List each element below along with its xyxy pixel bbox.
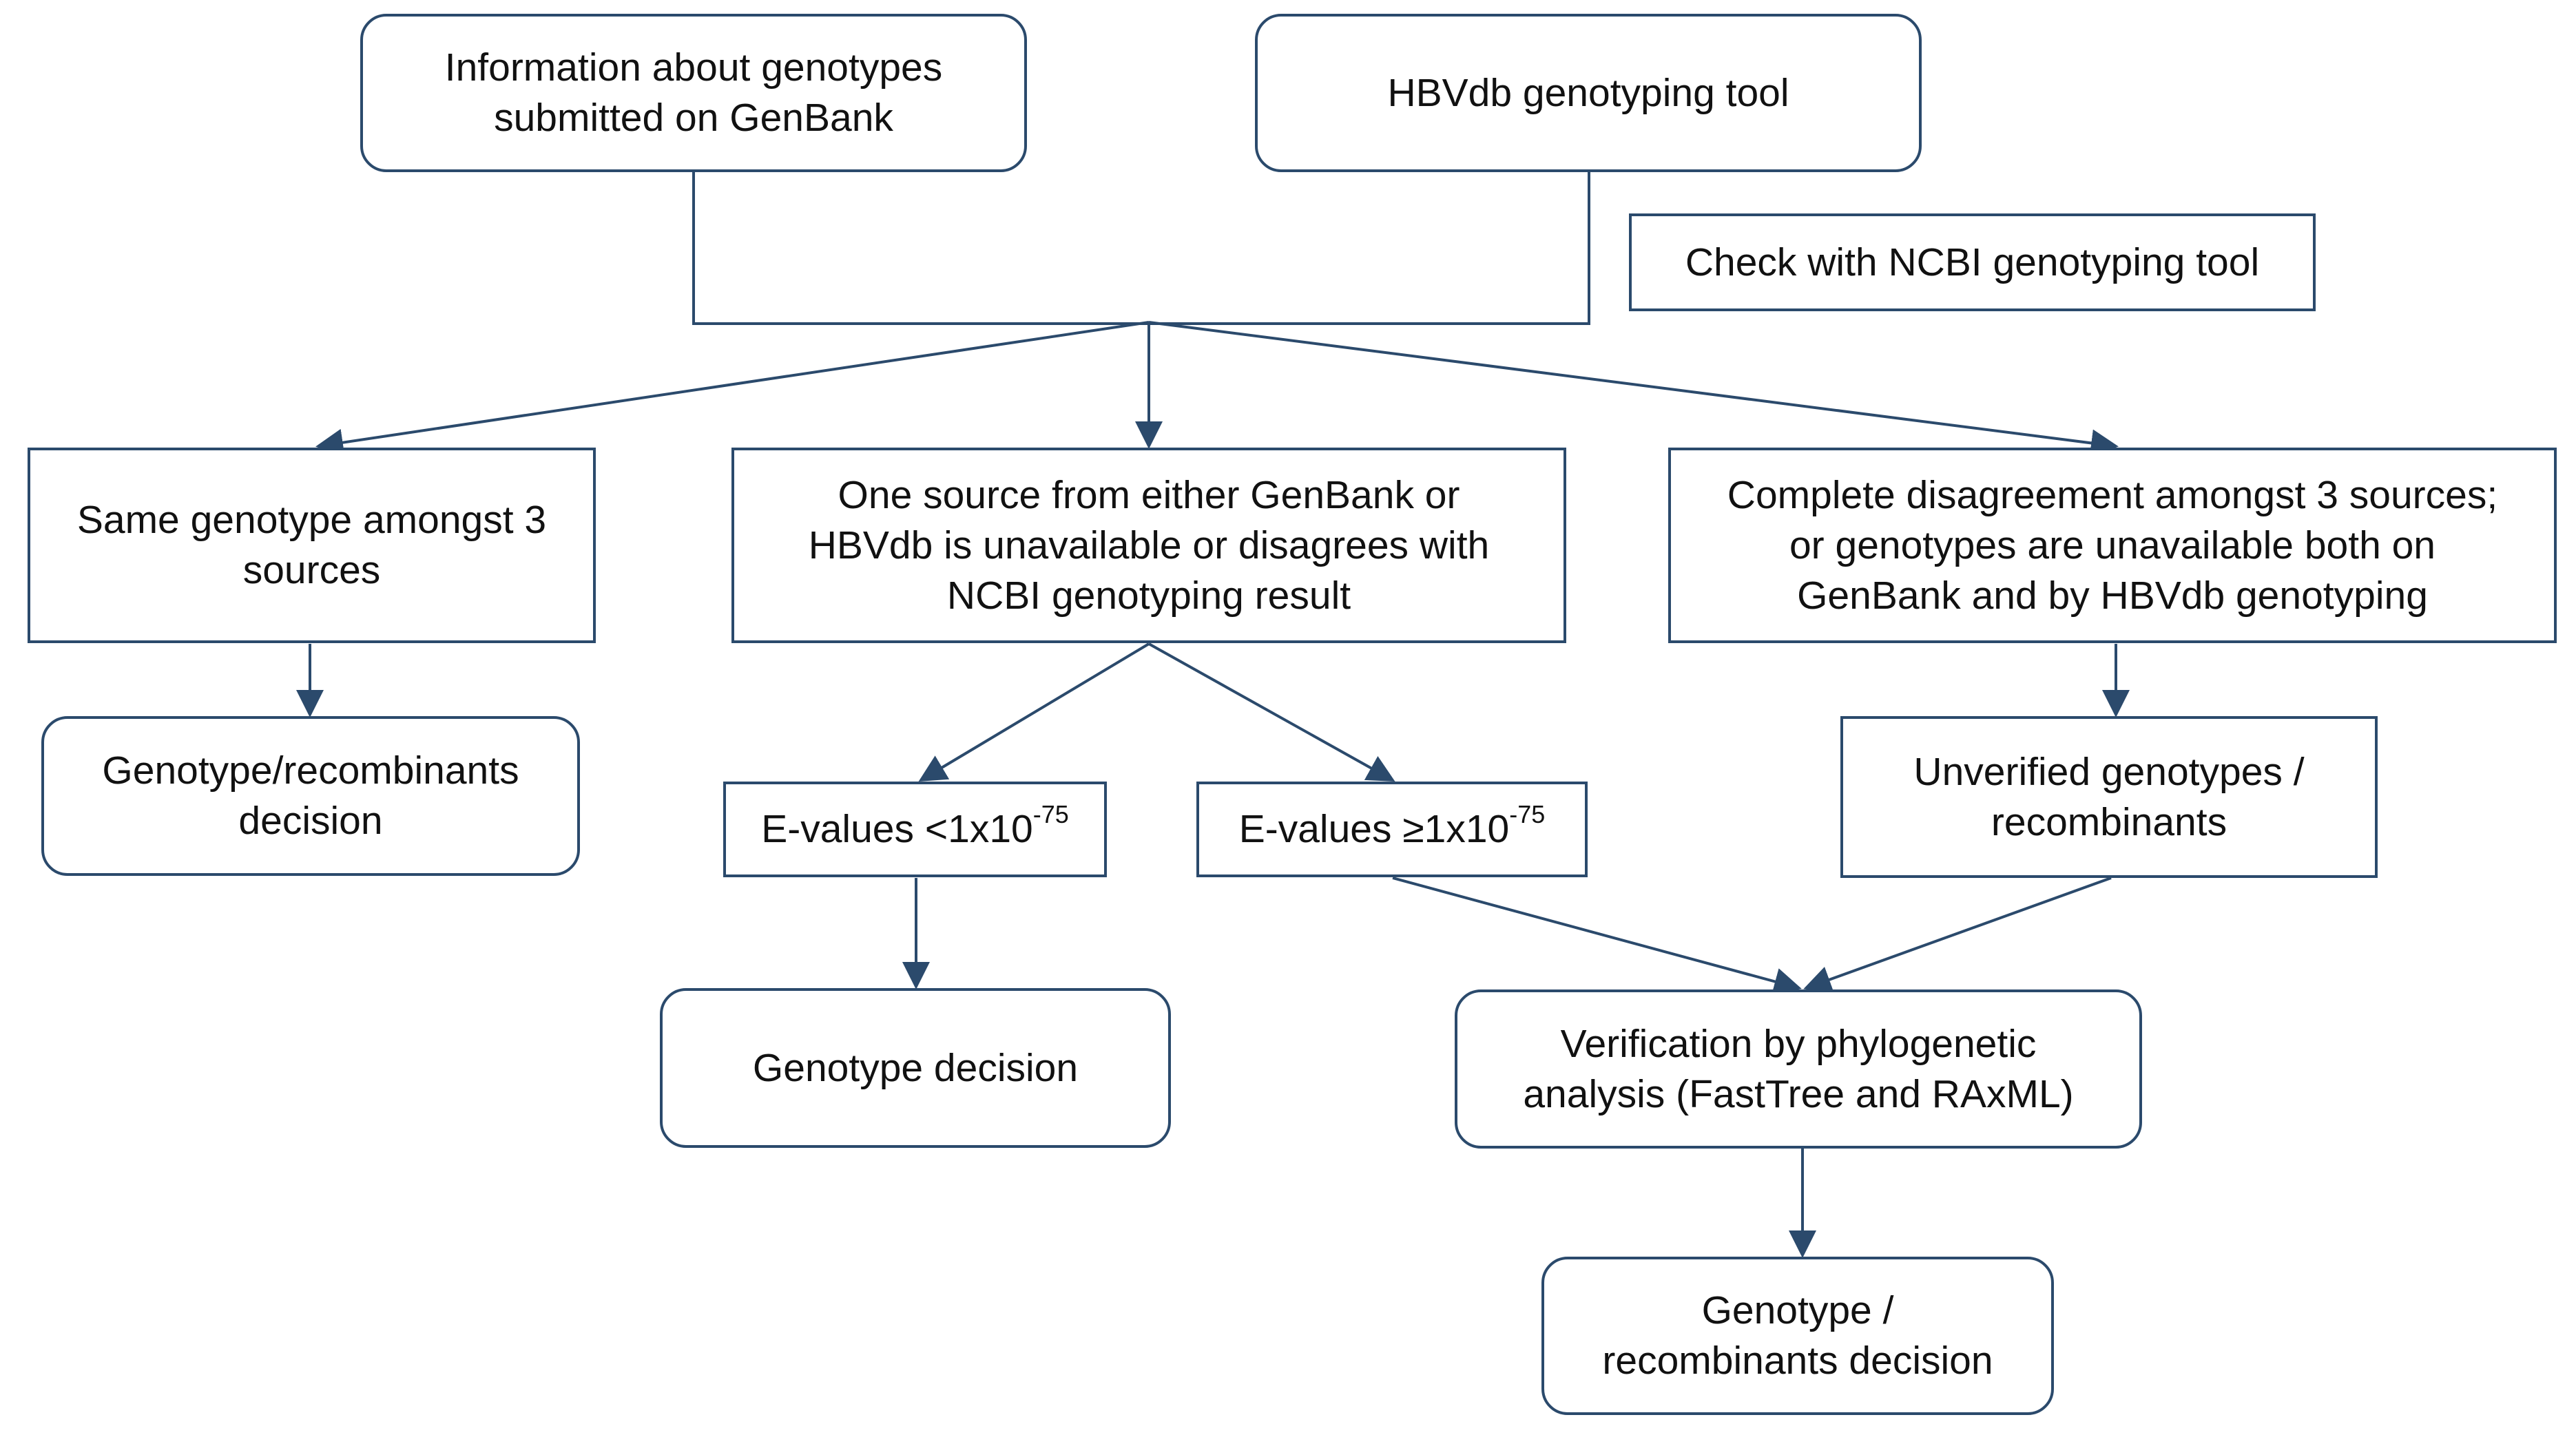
unverified-box: Unverified genotypes / recombinants — [1840, 716, 2378, 878]
evalue-high-prefix: E-values ≥1x10 — [1238, 807, 1510, 851]
same-genotype-box: Same genotype amongst 3 sources — [28, 448, 596, 643]
ncbi-check-box: Check with NCBI genotyping tool — [1629, 213, 2316, 311]
one-source-line-2: HBVdb is unavailable or disagrees with — [808, 523, 1490, 567]
same-genotype-line-1: Same genotype amongst 3 — [76, 498, 547, 542]
recombinants-decision-line-1: Genotype/recombinants — [102, 748, 519, 793]
evalue-high-label: E-values ≥1x10-75 — [1238, 802, 1546, 855]
hbvdb-tool-label: HBVdb genotyping tool — [1387, 70, 1789, 115]
phylo-verification-line-1: Verification by phylogenetic — [1560, 1021, 2037, 1066]
final-decision-line-1: Genotype / — [1701, 1288, 1894, 1332]
evalue-high-exponent: -75 — [1509, 800, 1546, 828]
one-source-line-3: NCBI genotyping result — [946, 573, 1351, 618]
merge-connector — [692, 172, 1590, 325]
one-source-box: One source from either GenBank or HBVdb … — [731, 448, 1566, 643]
evalue-low-box: E-values <1x10-75 — [723, 782, 1107, 877]
final-decision-line-2: recombinants decision — [1602, 1339, 1993, 1383]
evalue-low-label: E-values <1x10-75 — [761, 802, 1069, 855]
unverified-line-1: Unverified genotypes / — [1913, 749, 2305, 794]
genbank-info-line-1: Information about genotypes — [444, 45, 943, 90]
unverified-line-2: recombinants — [1991, 799, 2227, 844]
same-genotype-line-2: sources — [242, 548, 381, 592]
phylo-verification-line-2: analysis (FastTree and RAxML) — [1523, 1071, 2074, 1116]
complete-disagreement-line-1: Complete disagreement amongst 3 sources; — [1727, 472, 2498, 517]
phylo-verification-box: Verification by phylogenetic analysis (F… — [1455, 989, 2142, 1149]
one-source-line-1: One source from either GenBank or — [838, 472, 1460, 517]
complete-disagreement-line-3: GenBank and by HBVdb genotyping — [1797, 573, 2428, 618]
final-decision-box: Genotype / recombinants decision — [1541, 1257, 2054, 1415]
arrow-to-evalue-low — [918, 642, 1150, 782]
evalue-low-exponent: -75 — [1032, 800, 1069, 828]
ncbi-check-label: Check with NCBI genotyping tool — [1685, 240, 2260, 284]
arrow-to-complete-disagreement — [1148, 321, 2119, 457]
arrow-to-same-genotype — [315, 321, 1150, 457]
genotype-decision-box: Genotype decision — [660, 988, 1171, 1148]
evalue-low-prefix: E-values <1x10 — [761, 807, 1033, 851]
recombinants-decision-line-2: decision — [238, 799, 383, 843]
complete-disagreement-box: Complete disagreement amongst 3 sources;… — [1668, 448, 2557, 643]
recombinants-decision-box: Genotype/recombinants decision — [41, 716, 580, 876]
complete-disagreement-line-2: or genotypes are unavailable both on — [1789, 523, 2436, 567]
arrow-evalue-high-to-phylo — [1392, 877, 1802, 995]
genbank-info-line-2: submitted on GenBank — [494, 96, 893, 140]
arrow-to-evalue-high — [1148, 642, 1395, 782]
evalue-high-box: E-values ≥1x10-75 — [1196, 782, 1588, 877]
hbvdb-tool-box: HBVdb genotyping tool — [1255, 14, 1922, 172]
genbank-info-box: Information about genotypes submitted on… — [360, 14, 1027, 172]
arrow-unverified-to-phylo — [1803, 877, 2112, 993]
genotype-decision-label: Genotype decision — [752, 1045, 1079, 1090]
